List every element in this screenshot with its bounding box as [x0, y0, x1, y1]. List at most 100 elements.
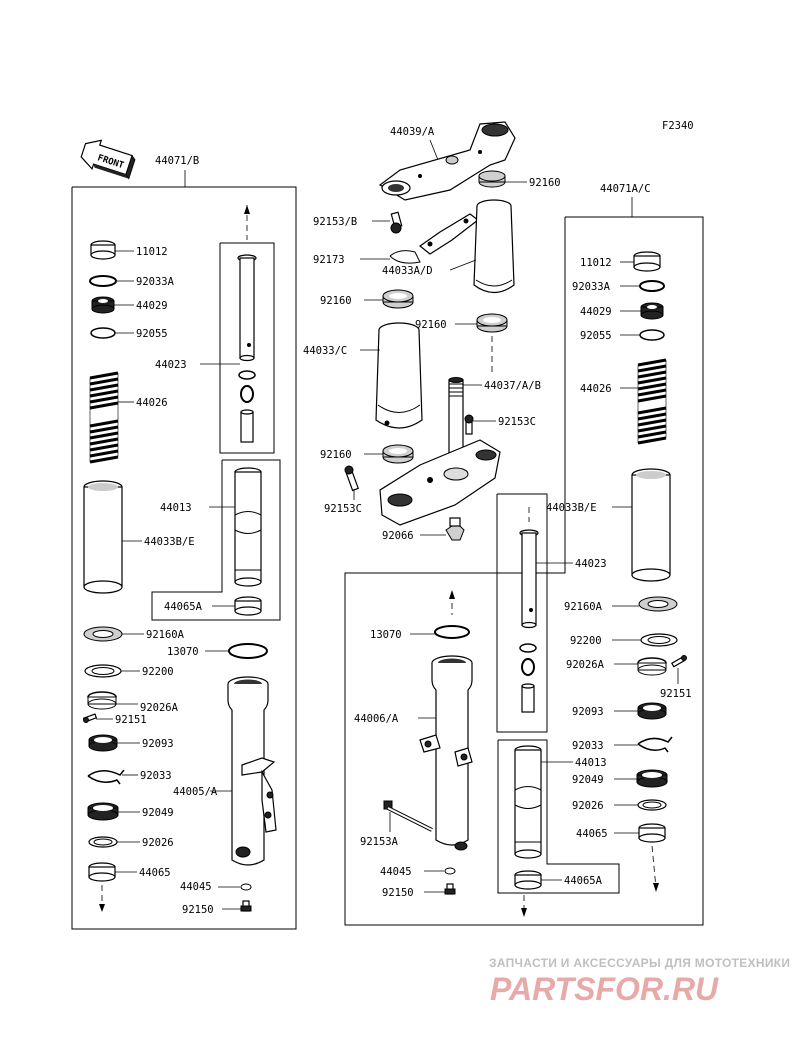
- seal-mid-left-part: [382, 289, 414, 309]
- outer-tube-part: [227, 676, 277, 866]
- seal-a-right-part: [638, 596, 678, 612]
- label-ring-right: 13070: [370, 629, 402, 641]
- washer2-right-part: [637, 799, 667, 811]
- label-seal-mid-right: 92160: [415, 319, 447, 331]
- circlip-right-part: [637, 736, 673, 753]
- label-oring-a-left: 92033A: [136, 276, 175, 288]
- inner-tube-right-part: [514, 745, 542, 859]
- damper-pipe-part: [237, 254, 257, 443]
- label-nut: 92066: [382, 530, 414, 542]
- collar-part: [234, 596, 262, 616]
- label-bolt-c: 92153C: [498, 416, 536, 428]
- label-seal-top: 92160: [529, 177, 561, 189]
- label-clamp-right: 92026A: [566, 659, 605, 671]
- spring-part: [89, 371, 119, 464]
- label-tube-left: 44013: [160, 502, 192, 514]
- oring-a-part: [89, 275, 117, 287]
- spring-right-part: [637, 358, 667, 445]
- label-washer-left: 92200: [142, 666, 174, 678]
- label-oring-right: 92055: [580, 330, 612, 342]
- screw-part: [82, 713, 98, 723]
- label-gasket-right: 44045: [380, 866, 412, 878]
- label-spring-right: 44026: [580, 383, 612, 395]
- label-oil-seal-right: 92093: [572, 706, 604, 718]
- label-oring-a-right: 92033A: [572, 281, 611, 293]
- label-pipe-left: 44023: [155, 359, 187, 371]
- bushing-part: [87, 802, 119, 821]
- oring-part: [90, 327, 116, 339]
- seal-low-part: [382, 444, 414, 464]
- inner-tube-part: [234, 467, 262, 587]
- washer-right-part: [640, 633, 678, 647]
- upper-bracket-part: [378, 121, 516, 201]
- label-seal-mid-left: 92160: [320, 295, 352, 307]
- label-oring-left: 92055: [136, 328, 168, 340]
- cap-right-part: [633, 251, 661, 272]
- oring-a-right-part: [639, 280, 665, 292]
- label-upper-bracket: 44039/A: [390, 126, 435, 138]
- label-circlip-right: 92033: [572, 740, 604, 752]
- label-collar-right: 44065A: [564, 875, 603, 887]
- label-ring-left: 13070: [167, 646, 199, 658]
- label-bolt-top: 92153/B: [313, 216, 357, 228]
- oring-right-part: [639, 329, 665, 341]
- bush-part: [88, 862, 116, 882]
- label-screw-left: 92151: [115, 714, 147, 726]
- clamp-part: [87, 691, 117, 710]
- cover-right-tube-part: [631, 468, 671, 582]
- label-screw-right: 92151: [660, 688, 692, 700]
- label-cover-left: 44033B/E: [144, 536, 195, 548]
- outer-tube-right-part: [419, 655, 473, 851]
- washer-part: [84, 664, 122, 678]
- label-seal-a-right: 92160A: [564, 601, 603, 613]
- label-bolt-low: 92153C: [324, 503, 362, 515]
- washer2-part: [88, 836, 118, 848]
- label-bush-left: 44065: [139, 867, 171, 879]
- right-assembly-title: 44071A/C: [600, 183, 651, 195]
- oil-seal-right-part: [637, 702, 667, 720]
- watermark-logo: PARTSFOR.RU: [490, 971, 719, 1007]
- clamp-right-part: [637, 657, 667, 676]
- label-bolt-right: 92150: [382, 887, 414, 899]
- ring-part: [228, 643, 268, 659]
- left-frame: [71, 186, 297, 930]
- collar-right-part: [514, 870, 542, 890]
- label-bolt-a-right: 92153A: [360, 836, 399, 848]
- label-outer-tube-left: 44005/A: [173, 786, 218, 798]
- label-cap-right: 11012: [580, 257, 612, 269]
- left-assembly-title: 44071/B: [155, 155, 199, 167]
- label-seal-low: 92160: [320, 449, 352, 461]
- label-gasket-left: 44045: [180, 881, 212, 893]
- label-cover-left: 44033/C: [303, 345, 347, 357]
- label-seat-left: 44029: [136, 300, 168, 312]
- label-clamp-left: 92026A: [140, 702, 179, 714]
- pipe-right-part: [519, 507, 539, 713]
- bolt-top-part: [390, 211, 403, 234]
- label-oil-seal-left: 92093: [142, 738, 174, 750]
- label-bolt-left: 92150: [182, 904, 214, 916]
- label-collar-left: 44065A: [164, 601, 203, 613]
- ring-right-part: [434, 625, 470, 639]
- label-pipe-right: 44023: [575, 558, 607, 570]
- plate-part: [389, 213, 479, 264]
- cap-part: [90, 240, 116, 260]
- label-bushing-right: 92049: [572, 774, 604, 786]
- steering-stem-part: [379, 377, 501, 526]
- label-washer2-left: 92026: [142, 837, 174, 849]
- label-spring-left: 44026: [136, 397, 168, 409]
- right-frame: [344, 216, 704, 926]
- bolt-a-right-part: [383, 800, 433, 832]
- label-plate: 92173: [313, 254, 345, 266]
- label-tube-right: 44013: [575, 757, 607, 769]
- gasket-right-part: [444, 867, 456, 875]
- seal-mid-right-part: [476, 313, 508, 333]
- label-bushing-left: 92049: [142, 807, 174, 819]
- screw-right-part: [670, 655, 687, 668]
- label-cover-right-tube: 44033B/E: [546, 502, 597, 514]
- label-washer-right: 92200: [570, 635, 602, 647]
- seal-a-part: [83, 626, 123, 642]
- drain-bolt-right-part: [444, 883, 456, 895]
- bolt-low-part: [344, 465, 360, 492]
- diagram-id: F2340: [662, 120, 694, 132]
- seal-top-part: [478, 170, 506, 188]
